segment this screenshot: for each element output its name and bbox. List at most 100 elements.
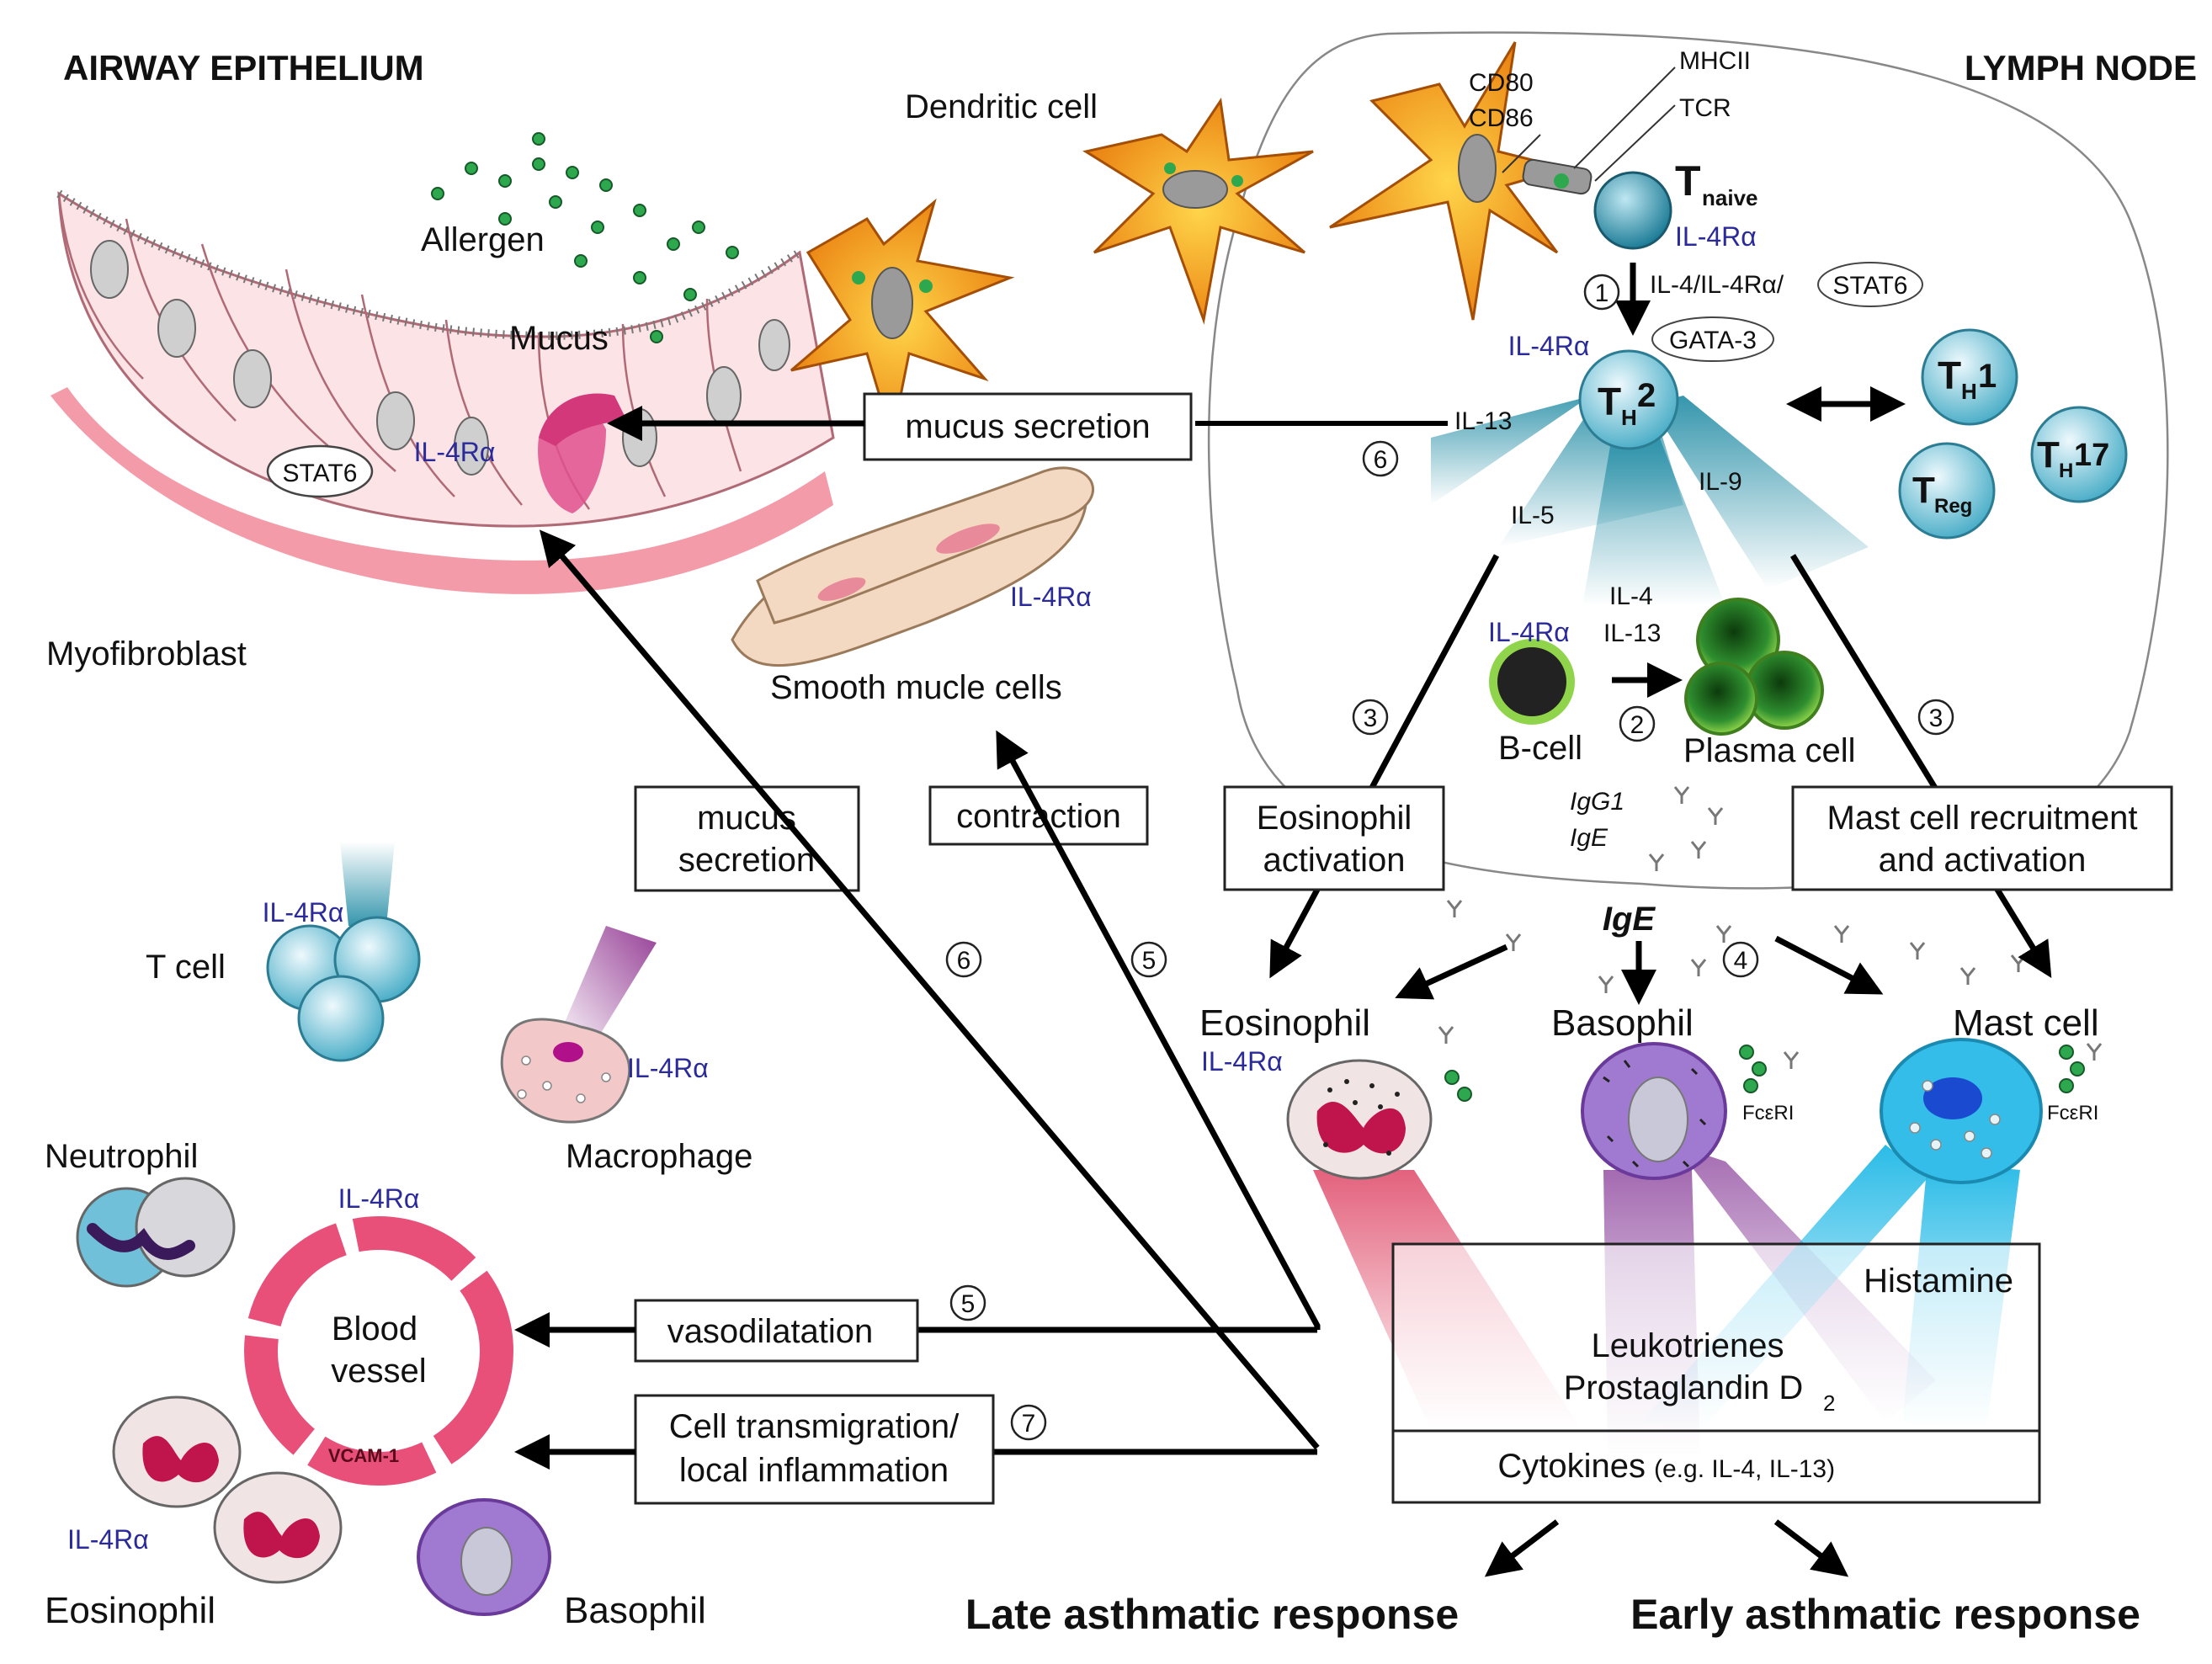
- treg-sub: Reg: [1934, 495, 1972, 518]
- ige-eosinophil-arrow: [1395, 944, 1508, 1000]
- il5-eosinophil-arrow: [1269, 554, 1500, 979]
- basophil-bl-label: Basophil: [564, 1590, 706, 1631]
- blood-vessel-label-2: vessel: [331, 1353, 426, 1390]
- th1-sub: H: [1961, 379, 1977, 404]
- th1-num: 1: [1978, 358, 1997, 395]
- mast-cell: [1880, 1038, 2043, 1184]
- t-naive-label: T: [1675, 157, 1701, 205]
- th17-label: T: [2037, 434, 2060, 476]
- dendritic-cell-lymph: [1329, 41, 1571, 321]
- il4ra-eosinophil-label: IL-4Rα: [1201, 1046, 1283, 1077]
- transmigration-label-2: local inflammation: [679, 1452, 949, 1489]
- step1-il4-label: IL-4/IL-4Rα/: [1650, 271, 1784, 299]
- fceri-mast-label: FcεRI: [2047, 1102, 2098, 1124]
- basophil-bl-cell: [417, 1498, 551, 1616]
- th17-cell: [2030, 406, 2128, 503]
- airway-epithelium-heading: AIRWAY EPITHELIUM: [63, 48, 424, 88]
- step-6-mid-badge: [945, 941, 982, 978]
- step-6-top-badge: [1362, 440, 1399, 477]
- histamine-label: Histamine: [1864, 1263, 2013, 1300]
- il4ra-vessel-label: IL-4Rα: [338, 1183, 420, 1214]
- eosinophil-cell: [1286, 1059, 1433, 1180]
- late-response-arrow: [1484, 1519, 1560, 1577]
- tcr-label: TCR: [1679, 94, 1731, 122]
- stat6-lymph-label: STAT6: [1833, 272, 1908, 300]
- plasma-cells: [1684, 598, 1824, 736]
- dendritic-cell-airway: [790, 198, 1015, 439]
- mucus-secretion-mid-arrow: [539, 529, 1320, 1450]
- allergen-particles: [431, 132, 739, 343]
- th2-cell: [1578, 349, 1679, 450]
- ige-mast-arrow: [1774, 935, 1884, 995]
- treg-cell: [1898, 442, 1996, 540]
- fceri-basophil-label: FcεRI: [1742, 1102, 1794, 1124]
- dendritic-cell-middle: [1082, 97, 1314, 325]
- step-3-left-number: 3: [1364, 704, 1378, 732]
- th17-num: 17: [2074, 438, 2109, 473]
- mucus-secretion-mid-box: [634, 785, 860, 892]
- il4ra-tcell-label: IL-4Rα: [263, 897, 344, 928]
- early-response-arrow: [1773, 1519, 1849, 1577]
- mhcii-pointer: [1573, 66, 1676, 169]
- il4ra-eos-bl-label: IL-4Rα: [67, 1524, 149, 1555]
- t-naive-sub: naive: [1702, 185, 1758, 210]
- ige-label: IgE: [1603, 901, 1656, 938]
- macrophage-cell: [500, 1018, 631, 1124]
- eosinophil-bl-label: Eosinophil: [45, 1590, 215, 1631]
- vasodilatation-box: [634, 1299, 919, 1363]
- il9-label: IL-9: [1699, 468, 1742, 496]
- mast-recruitment-box: [1791, 785, 2173, 891]
- cd86-label: CD86: [1469, 104, 1534, 132]
- step-1-badge: [1583, 274, 1620, 311]
- neutrophil-label: Neutrophil: [45, 1138, 198, 1175]
- il4-label: IL-4: [1609, 582, 1653, 610]
- mast-cell-label: Mast cell: [1953, 1002, 2099, 1044]
- antigen-dot: [1554, 173, 1569, 189]
- th2-label: T: [1598, 380, 1621, 423]
- step-3-right-badge: [1917, 699, 1954, 736]
- neutrophil-cell: [76, 1177, 236, 1288]
- cytokines-eg-label: (e.g. IL-4, IL-13): [1654, 1455, 1835, 1483]
- il9-mast-arrow: [1790, 554, 2052, 978]
- ige-small-label: IgE: [1570, 824, 1608, 852]
- smooth-muscle-label: Smooth mucle cells: [770, 669, 1062, 706]
- lymph-node-heading: LYMPH NODE: [1965, 48, 2197, 88]
- gata3-label: GATA-3: [1669, 327, 1757, 354]
- transmigration-label-1: Cell transmigration/: [669, 1408, 960, 1445]
- mucus-label: Mucus: [509, 320, 609, 357]
- cell-allergen-clusters: [1444, 1045, 2085, 1102]
- t-naive-cell: [1593, 171, 1672, 250]
- stat6-airway-label: STAT6: [283, 460, 358, 487]
- mucus-secretion-top-label: mucus secretion: [905, 408, 1150, 445]
- th2-num: 2: [1637, 377, 1656, 414]
- gata3-badge: [1651, 316, 1774, 362]
- il13-b-label: IL-13: [1603, 619, 1661, 647]
- mediators-box: [1391, 1242, 2041, 1504]
- tcr-pointer: [1594, 104, 1676, 182]
- step-2-badge: [1619, 705, 1656, 742]
- step-6-mid-number: 6: [957, 947, 971, 975]
- step-7-number: 7: [1022, 1410, 1036, 1438]
- mast-recruitment-label-1: Mast cell recruitment: [1827, 800, 2138, 837]
- th17-sub: H: [2059, 460, 2073, 482]
- il4ra-bcell-label: IL-4Rα: [1488, 617, 1570, 647]
- blood-vessel: [244, 1216, 513, 1486]
- leukotrienes-label: Leukotrienes: [1591, 1327, 1784, 1364]
- il13-label: IL-13: [1454, 407, 1512, 435]
- smooth-muscle-cells: [731, 466, 1094, 667]
- step-3-right-number: 3: [1929, 704, 1943, 732]
- basophil-label: Basophil: [1551, 1002, 1694, 1044]
- il4ra-macrophage-label: IL-4Rα: [627, 1053, 709, 1083]
- eosinophil-activation-box: [1223, 785, 1445, 891]
- prostaglandin-label: Prostaglandin D: [1564, 1369, 1804, 1406]
- eosinophil-activation-label-2: activation: [1263, 842, 1406, 879]
- eosinophil-label: Eosinophil: [1199, 1002, 1370, 1044]
- step-5-mid-number: 5: [1142, 947, 1157, 975]
- cd80-label: CD80: [1469, 69, 1534, 97]
- t-cell-cluster: [266, 916, 421, 1062]
- mucus-secretion-mid-label-1: mucus: [697, 800, 796, 837]
- step-2-number: 2: [1630, 711, 1645, 739]
- late-response-label: Late asthmatic response: [965, 1591, 1459, 1638]
- prostaglandin-sub: 2: [1823, 1390, 1835, 1416]
